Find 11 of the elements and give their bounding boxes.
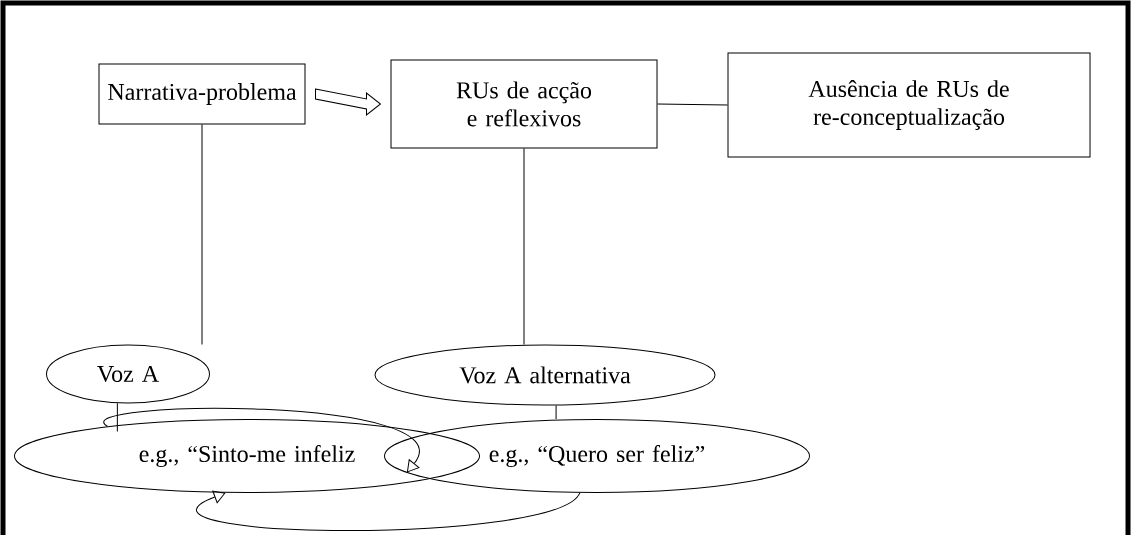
curved-arrow [196,490,581,532]
process-box: Ausência de RUs de re-conceptualização [727,52,1091,158]
process-box: RUs de acção e reflexivos [390,59,658,149]
block-arrow [315,88,381,116]
connector-line [116,402,118,432]
connector-line [555,404,557,420]
connector-line [657,103,728,106]
process-box: Narrativa-problema [98,63,306,125]
curved-arrow [104,407,420,473]
connector-line [523,148,525,345]
connector-line [201,124,203,345]
